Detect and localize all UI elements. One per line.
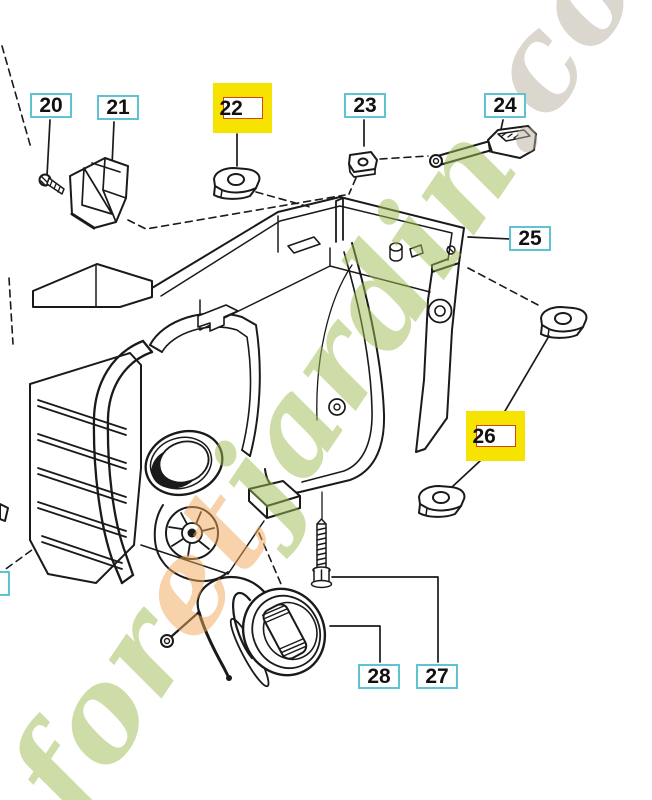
part-label-20[interactable]: 20 bbox=[30, 93, 72, 118]
part-label-22-text: 22 bbox=[219, 96, 243, 120]
part-label-22-box: 22 bbox=[219, 96, 263, 120]
part-label-26[interactable]: 26 bbox=[466, 411, 525, 461]
part-22-clipnut bbox=[213, 167, 261, 200]
part-label-28[interactable]: 28 bbox=[358, 664, 400, 689]
part-label-23[interactable]: 23 bbox=[344, 93, 386, 118]
part-26-clipnut-upper bbox=[540, 306, 588, 339]
part-label-cutoff[interactable] bbox=[0, 571, 10, 596]
part-label-27[interactable]: 27 bbox=[416, 664, 458, 689]
part-label-26-box: 26 bbox=[472, 424, 516, 448]
part-24-switch-lever bbox=[429, 125, 537, 168]
part-label-22[interactable]: 22 bbox=[213, 83, 272, 133]
part-label-26-text: 26 bbox=[472, 424, 496, 448]
part-label-24[interactable]: 24 bbox=[484, 93, 526, 118]
part-28-fuel-cap bbox=[160, 575, 327, 688]
part-label-25[interactable]: 25 bbox=[509, 226, 551, 251]
part-23-clip bbox=[348, 151, 378, 178]
part-25-crankcase-housing bbox=[29, 196, 465, 585]
part-27-screw bbox=[310, 518, 333, 589]
part-21-bracket bbox=[69, 157, 129, 230]
part-edge-fragment bbox=[0, 503, 9, 522]
part-label-21[interactable]: 21 bbox=[97, 95, 139, 120]
part-26-clipnut-lower bbox=[418, 485, 466, 518]
part-20-screw bbox=[38, 173, 65, 195]
